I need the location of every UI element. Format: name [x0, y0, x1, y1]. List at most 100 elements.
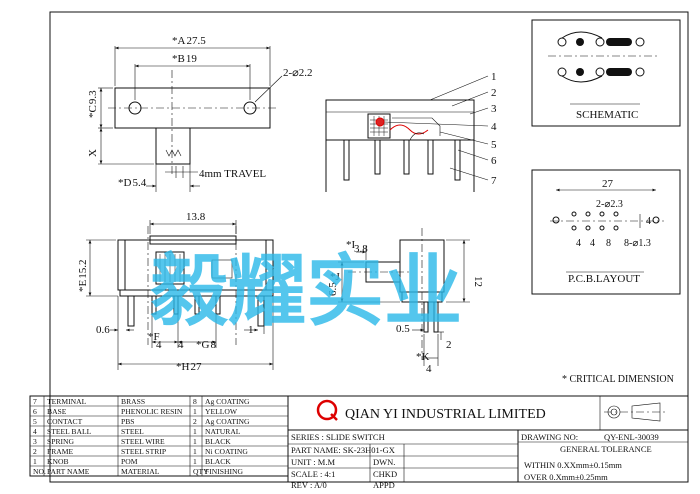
schematic-symbol: [548, 31, 658, 83]
bom-cell-no: NO.: [33, 467, 46, 476]
bom-cell-part: CONTACT: [47, 417, 83, 426]
pcb-p3: 8: [606, 238, 611, 249]
company-name: QIAN YI INDUSTRIAL LIMITED: [345, 407, 546, 422]
end-view: *I 3.8 *J 6.5 12 0.5 2 *K 4: [327, 228, 484, 375]
dim-a-label: *A27.5: [172, 35, 206, 47]
dim-d-label: *D5.4: [118, 177, 147, 189]
bom-cell-qty: 1: [193, 427, 197, 436]
section-knob: [367, 113, 391, 139]
mount-hole-right: [243, 101, 257, 115]
bom-cell-material: PHENOLIC RESIN: [121, 407, 183, 416]
series: SERIES : SLIDE SWITCH: [291, 432, 385, 442]
mount-hole-left: [128, 101, 142, 115]
bom-cell-qty: 1: [193, 447, 197, 456]
bom-cell-material: PBS: [121, 417, 135, 426]
bom-cell-finish: Ni COATING: [205, 447, 248, 456]
general-tolerance: GENERAL TOLERANCE: [560, 444, 652, 454]
drawing-no-label: DRAWING NO:: [521, 432, 578, 442]
bom-cell-material: STEEL STRIP: [121, 447, 166, 456]
callout-5: 5: [491, 139, 497, 151]
company-logo: [316, 399, 338, 421]
steel-ball: [375, 117, 385, 127]
dim-right-margin: 1: [248, 324, 254, 336]
bom-cell-part: STEEL BALL: [47, 427, 92, 436]
scale: SCALE : 4:1: [291, 469, 335, 479]
pcb-p1: 4: [576, 238, 581, 249]
bom-cell-qty: QTY: [193, 467, 209, 476]
bom-row: 2 FRAME STEEL STRIP 1 Ni COATING: [33, 447, 248, 456]
bom-cell-material: STEEL: [121, 427, 144, 436]
bom-cell-no: 2: [33, 447, 37, 456]
schematic-panel: SCHEMATIC: [531, 19, 681, 127]
bom-cell-qty: 8: [193, 397, 197, 406]
appd: APPD: [373, 480, 395, 490]
bom-cell-part: PART NAME: [47, 467, 90, 476]
holes-label: 2-⌀2.2: [283, 67, 313, 79]
part-name: PART NAME: SK-23H01-GX: [291, 445, 395, 455]
unit: UNIT : M.M: [291, 457, 335, 467]
drawing-no: QY-ENL-30039: [604, 432, 659, 442]
top-view-knob: [155, 127, 191, 165]
bom-cell-qty: 1: [193, 437, 197, 446]
pcb-p2: 4: [590, 238, 595, 249]
bom-cell-no: 7: [33, 397, 37, 406]
dim-e-label: *E15.2: [77, 260, 89, 292]
bom-cell-no: 5: [33, 417, 37, 426]
pcb-holes: 2-⌀2.3: [596, 199, 623, 210]
bom-cell-material: POM: [121, 457, 138, 466]
callout-6: 6: [491, 155, 497, 167]
bom-cell-part: TERMINAL: [47, 397, 87, 406]
dim-x-label: X: [87, 149, 99, 157]
bom-cell-no: 1: [33, 457, 37, 466]
dim-i-value: 3.8: [354, 243, 368, 255]
bom-cell-finish: YELLOW: [205, 407, 238, 416]
dim-h-label: *H27: [176, 361, 202, 373]
top-view: *A27.5 *B19 2-⌀2.2 *C9.3 X *D5.4 4mm TRA…: [87, 35, 313, 192]
bom-cell-finish: BLACK: [205, 437, 231, 446]
bom-cell-part: BASE: [47, 407, 67, 416]
dim-g-label: *G8: [196, 339, 216, 351]
schematic-title: SCHEMATIC: [576, 109, 638, 121]
chkd: CHKD: [373, 469, 397, 479]
bom-cell-material: MATERIAL: [121, 467, 160, 476]
pcb-title: P.C.B.LAYOUT: [568, 273, 640, 285]
dim-j-value: 6.5: [327, 282, 339, 296]
dim-left-margin: 0.6: [96, 324, 110, 336]
dim-pin-width: 0.5: [396, 323, 410, 335]
dim-k-label: *K: [416, 351, 430, 363]
travel-label: 4mm TRAVEL: [199, 168, 266, 180]
dim-j-label: *J: [330, 271, 341, 283]
bom-cell-part: SPRING: [47, 437, 75, 446]
bom-cell-finish: BLACK: [205, 457, 231, 466]
front-knob: [155, 251, 185, 285]
dim-b-label: *B19: [172, 53, 197, 65]
section-view: 1 2 3 4 5 6 7: [325, 71, 497, 192]
callout-2: 2: [491, 87, 497, 99]
rev: REV : A/0: [291, 480, 327, 490]
bom-cell-qty: 1: [193, 457, 197, 466]
callout-4: 4: [491, 121, 497, 133]
bom-cell-qty: 1: [193, 407, 197, 416]
callout-3: 3: [491, 103, 497, 115]
front-view: 13.8 *E15.2 0.6 *F 4 4 *G8 1 *H27: [77, 211, 274, 373]
bom-cell-no: 3: [33, 437, 37, 446]
projection-symbol: [604, 402, 668, 422]
front-top-cover: [149, 235, 237, 245]
dim-i-label: *I: [346, 239, 356, 251]
bom-cell-no: 4: [33, 427, 37, 436]
callout-7: 7: [491, 175, 497, 187]
bom-cell-finish: NATURAL: [205, 427, 241, 436]
dim-top-width: 13.8: [186, 211, 206, 223]
bom-cell-qty: 2: [193, 417, 197, 426]
dim-f-label: *F: [148, 331, 160, 343]
title-block: QIAN YI INDUSTRIAL LIMITED DRAWING NO: Q…: [287, 395, 689, 490]
bom-cell-part: FRAME: [47, 447, 74, 456]
dim-k-value: 4: [426, 363, 432, 375]
pcb-width: 27: [602, 178, 614, 190]
